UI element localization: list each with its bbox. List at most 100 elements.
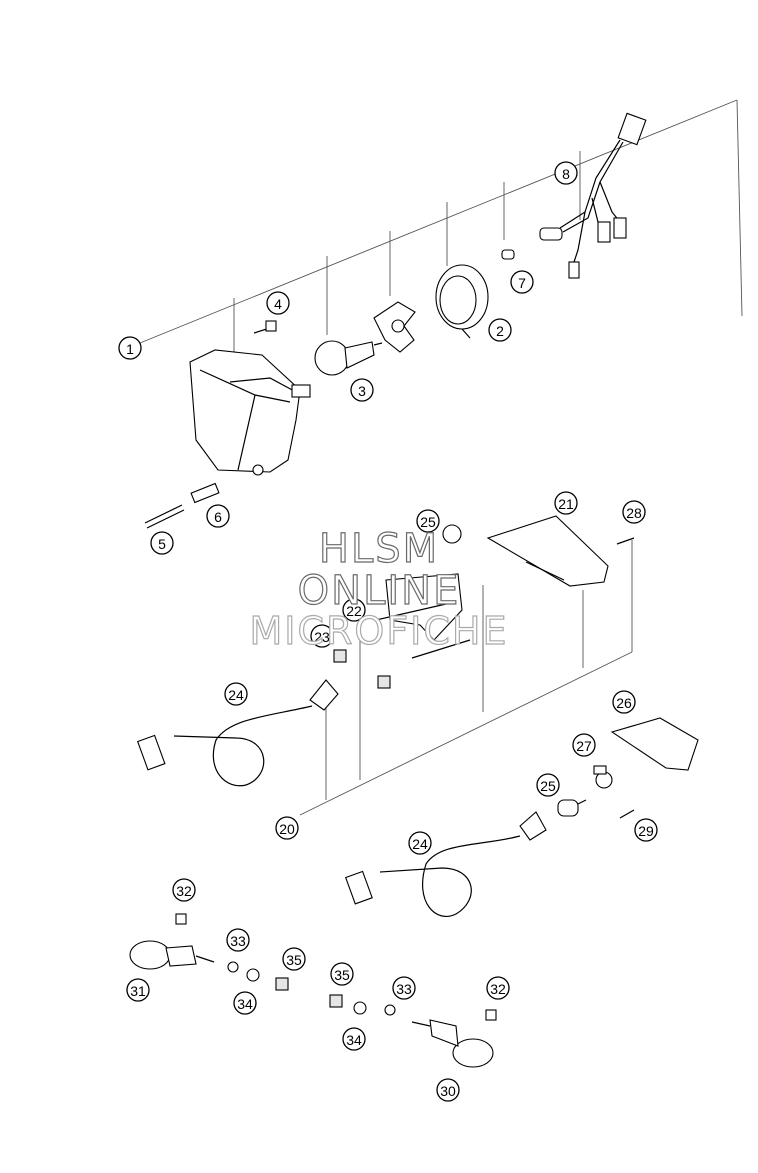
callout-circle (266, 291, 290, 315)
callout-group: 1234567820212223242425252627282930313232… (118, 161, 658, 1102)
callout-label: 8 (562, 166, 570, 182)
callout-circle (233, 991, 257, 1015)
callout-label: 27 (576, 738, 592, 754)
callout-20: 20 (275, 816, 299, 840)
bulb-item-3 (314, 340, 383, 376)
callout-circle (634, 818, 658, 842)
callout-label: 25 (420, 514, 436, 530)
callout-30: 30 (436, 1078, 460, 1102)
callout-6: 6 (206, 504, 230, 528)
callout-circle (554, 161, 578, 185)
tail-lens-item-21 (486, 515, 609, 587)
callout-33: 33 (392, 976, 416, 1000)
bulb-holder-item-27 (593, 765, 613, 789)
callout-label: 6 (214, 509, 222, 525)
callout-circle (350, 378, 374, 402)
callout-3: 3 (350, 378, 374, 402)
callout-21: 21 (554, 491, 578, 515)
lockwasher-item-34-left (246, 968, 260, 982)
nut-item-23 (333, 649, 347, 663)
callout-25: 25 (536, 773, 560, 797)
callout-label: 22 (346, 603, 362, 619)
callout-31: 31 (126, 978, 150, 1002)
callout-27: 27 (572, 733, 596, 757)
spacer-item-6 (190, 482, 220, 504)
callout-circle (282, 947, 306, 971)
callout-label: 2 (496, 323, 504, 339)
callout-label: 35 (334, 967, 350, 983)
callout-label: 24 (228, 687, 244, 703)
callout-circle (554, 491, 578, 515)
dust-cover-item-2 (435, 264, 489, 339)
callout-28: 28 (622, 500, 646, 524)
washer-item-33-right (384, 1004, 396, 1016)
callout-25: 25 (416, 509, 440, 533)
callout-24: 24 (408, 831, 432, 855)
callout-1: 1 (118, 336, 142, 360)
callout-label: 25 (540, 778, 556, 794)
callout-circle (612, 690, 636, 714)
callout-label: 20 (279, 821, 295, 837)
callout-8: 8 (554, 161, 578, 185)
callout-circle (408, 831, 432, 855)
callout-circle (226, 928, 250, 952)
callout-circle (536, 773, 560, 797)
turn-signal-assembly-group (129, 913, 497, 1068)
callout-35: 35 (330, 962, 354, 986)
callout-circle (572, 733, 596, 757)
callout-label: 7 (518, 275, 526, 291)
turn-signal-item-31 (129, 940, 215, 970)
headlight-assembly-group (139, 99, 743, 529)
bolt-item-5 (144, 504, 185, 529)
callout-label: 31 (130, 983, 146, 999)
callout-label: 24 (412, 836, 428, 852)
callout-24: 24 (224, 682, 248, 706)
callout-label: 21 (558, 496, 574, 512)
wiring-harness-item-8 (539, 112, 647, 279)
screw-item-4 (253, 320, 277, 334)
callout-34: 34 (233, 991, 257, 1015)
callout-label: 32 (176, 883, 192, 899)
callout-circle (436, 1078, 460, 1102)
bulb-item-25-lower (557, 799, 587, 817)
callout-7: 7 (510, 270, 534, 294)
callout-32: 32 (486, 976, 510, 1000)
callout-35: 35 (282, 947, 306, 971)
cable-item-24-lower (344, 811, 547, 917)
callout-33: 33 (226, 928, 250, 952)
leader-line-20 (299, 651, 633, 816)
screw-item-28 (616, 537, 635, 545)
turn-signal-item-30 (411, 1019, 494, 1068)
callout-circle (330, 962, 354, 986)
callout-circle (342, 598, 366, 622)
callout-circle (416, 509, 440, 533)
screw-item-32-left (175, 913, 187, 925)
cable-item-24-upper (136, 679, 339, 787)
callout-5: 5 (150, 531, 174, 555)
retaining-plate (373, 301, 416, 353)
callout-circle (392, 976, 416, 1000)
callout-label: 29 (638, 823, 654, 839)
callout-32: 32 (172, 878, 196, 902)
callout-4: 4 (266, 291, 290, 315)
callout-circle (488, 318, 512, 342)
callout-label: 33 (230, 933, 246, 949)
lockwasher-item-34-right (353, 1001, 367, 1015)
callout-circle (342, 1027, 366, 1051)
callout-label: 34 (346, 1032, 362, 1048)
callout-label: 3 (358, 383, 366, 399)
callout-circle (126, 978, 150, 1002)
callout-label: 28 (626, 505, 642, 521)
callout-label: 1 (126, 341, 134, 357)
headlight-housing (189, 349, 311, 476)
callout-circle (224, 682, 248, 706)
parking-bulb-item-7 (501, 249, 515, 260)
plate-holder-item-26 (610, 717, 699, 771)
callout-circle (310, 624, 334, 648)
callout-label: 5 (158, 536, 166, 552)
callout-label: 34 (237, 996, 253, 1012)
callout-label: 26 (616, 695, 632, 711)
callout-circle (206, 504, 230, 528)
callout-label: 23 (314, 629, 330, 645)
callout-34: 34 (342, 1027, 366, 1051)
